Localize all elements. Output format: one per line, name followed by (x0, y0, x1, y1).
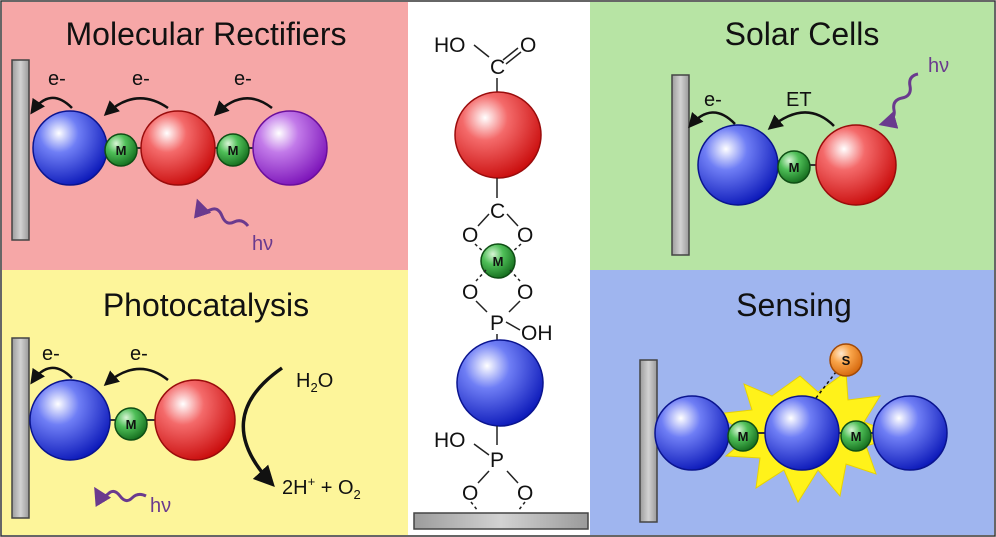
structure-o-left-low: O (462, 281, 478, 304)
sensing-blue-sphere-3 (872, 395, 948, 471)
solar-title: Solar Cells (725, 16, 880, 52)
structure-o-left-mid: O (462, 224, 478, 247)
solar-electron-arrow (688, 111, 736, 129)
rectifiers-metal-1 (104, 133, 138, 167)
rectifiers-electron-arrow-1 (30, 96, 73, 115)
photocatalysis-red-sphere (154, 379, 236, 461)
rectifiers-electron-arrow-3 (213, 97, 273, 117)
structure-blue-sphere (456, 339, 544, 427)
structure-red-sphere (454, 91, 542, 179)
solar-metal (777, 150, 811, 184)
solar-red-sphere (815, 124, 897, 206)
rectifiers-electron-label-2: e- (132, 68, 150, 90)
solar-metal-label: M (789, 160, 800, 175)
solar-electrode (671, 74, 690, 256)
rectifiers-electrode (11, 59, 30, 241)
structure-o-right-bottom: O (517, 482, 533, 505)
structure-o-left-bottom: O (462, 482, 478, 505)
structure-bond-p-oh (505, 321, 521, 331)
photocatalysis-metal (114, 407, 148, 441)
photocatalysis-light-label: hν (150, 495, 171, 517)
structure-metal (480, 243, 516, 279)
sensing-metal-2 (840, 420, 872, 452)
photocatalysis-metal-label: M (126, 417, 137, 432)
structure-coord-4 (509, 269, 521, 282)
photocatalysis-title: Photocatalysis (103, 287, 309, 323)
photocatalysis-electron-label-2: e- (130, 343, 148, 365)
rectifiers-light-label: hν (252, 233, 273, 255)
rectifiers-metal-1-label: M (116, 143, 127, 158)
photocatalysis-reaction-arrow (241, 366, 283, 488)
structure-c-top: C (490, 56, 505, 79)
photocatalysis-electron-arrow-2 (103, 367, 169, 386)
photocatalysis-light-arrow (94, 486, 147, 507)
structure-double-bond-top-b (505, 51, 522, 65)
structure-bond-ol-p (475, 300, 488, 313)
sensing-substrate (829, 343, 863, 377)
structure-coord-3 (475, 269, 487, 282)
structure-substrate-surface (413, 512, 589, 530)
sensing-blue-sphere-1 (654, 395, 730, 471)
solar-et-label: ET (786, 89, 812, 111)
structure-bond-p-ol (477, 470, 490, 484)
rectifiers-title: Molecular Rectifiers (66, 16, 347, 52)
rectifiers-metal-2 (216, 133, 250, 167)
sensing-metal-2-label: M (851, 429, 862, 444)
structure-oh-mid: OH (521, 322, 553, 345)
structure-bond-p-or (506, 470, 519, 484)
sensing-blue-sphere-2 (764, 395, 840, 471)
photocatalysis-blue-sphere (29, 379, 111, 461)
rectifiers-electron-label-3: e- (234, 68, 252, 90)
photocatalysis-electron-label-1: e- (42, 343, 60, 365)
rectifiers-red-sphere (140, 110, 216, 186)
rectifiers-metal-2-label: M (228, 143, 239, 158)
structure-o-top: O (520, 34, 536, 57)
structure-bond-ho-p (473, 443, 490, 456)
rectifiers-purple-sphere (252, 110, 328, 186)
structure-anchor-1 (470, 501, 479, 512)
structure-p-mid: P (490, 312, 504, 335)
sensing-metal-1 (727, 420, 759, 452)
photocatalysis-electron-arrow-1 (30, 366, 73, 385)
structure-o-right-low: O (517, 281, 533, 304)
rectifiers-electron-label-1: e- (48, 68, 66, 90)
structure-ho-top: HO (434, 34, 466, 57)
solar-light-arrow (878, 72, 919, 129)
rectifiers-light-arrow (194, 198, 250, 227)
structure-bond-c-ol (477, 213, 490, 227)
sensing-substrate-label: S (842, 353, 851, 368)
structure-ho-bottom: HO (434, 429, 466, 452)
rectifiers-electron-arrow-2 (103, 97, 169, 117)
structure-p-bottom: P (490, 449, 504, 472)
structure-c-mid: C (490, 200, 505, 223)
structure-bond-c-or (506, 213, 519, 227)
photocatalysis-water-label: H2O (296, 370, 333, 395)
solar-electron-label: e- (704, 89, 722, 111)
sensing-title: Sensing (736, 287, 852, 323)
solar-blue-sphere (697, 124, 779, 206)
structure-o-right-mid: O (517, 224, 533, 247)
structure-anchor-2 (517, 501, 526, 512)
structure-bond-ho-c (473, 44, 490, 58)
rectifiers-blue-sphere (32, 110, 108, 186)
photocatalysis-electrode (11, 337, 30, 519)
solar-et-arrow (767, 111, 835, 130)
structure-metal-label: M (493, 254, 504, 269)
solar-light-label: hν (928, 55, 949, 77)
structure-bond-or-p (508, 300, 521, 313)
solar-panel-background (590, 2, 994, 270)
photocatalysis-products-label: 2H+ + O2 (282, 474, 361, 502)
sensing-metal-1-label: M (738, 429, 749, 444)
structure-double-bond-top-a (502, 47, 519, 61)
sensing-electrode (639, 359, 658, 523)
